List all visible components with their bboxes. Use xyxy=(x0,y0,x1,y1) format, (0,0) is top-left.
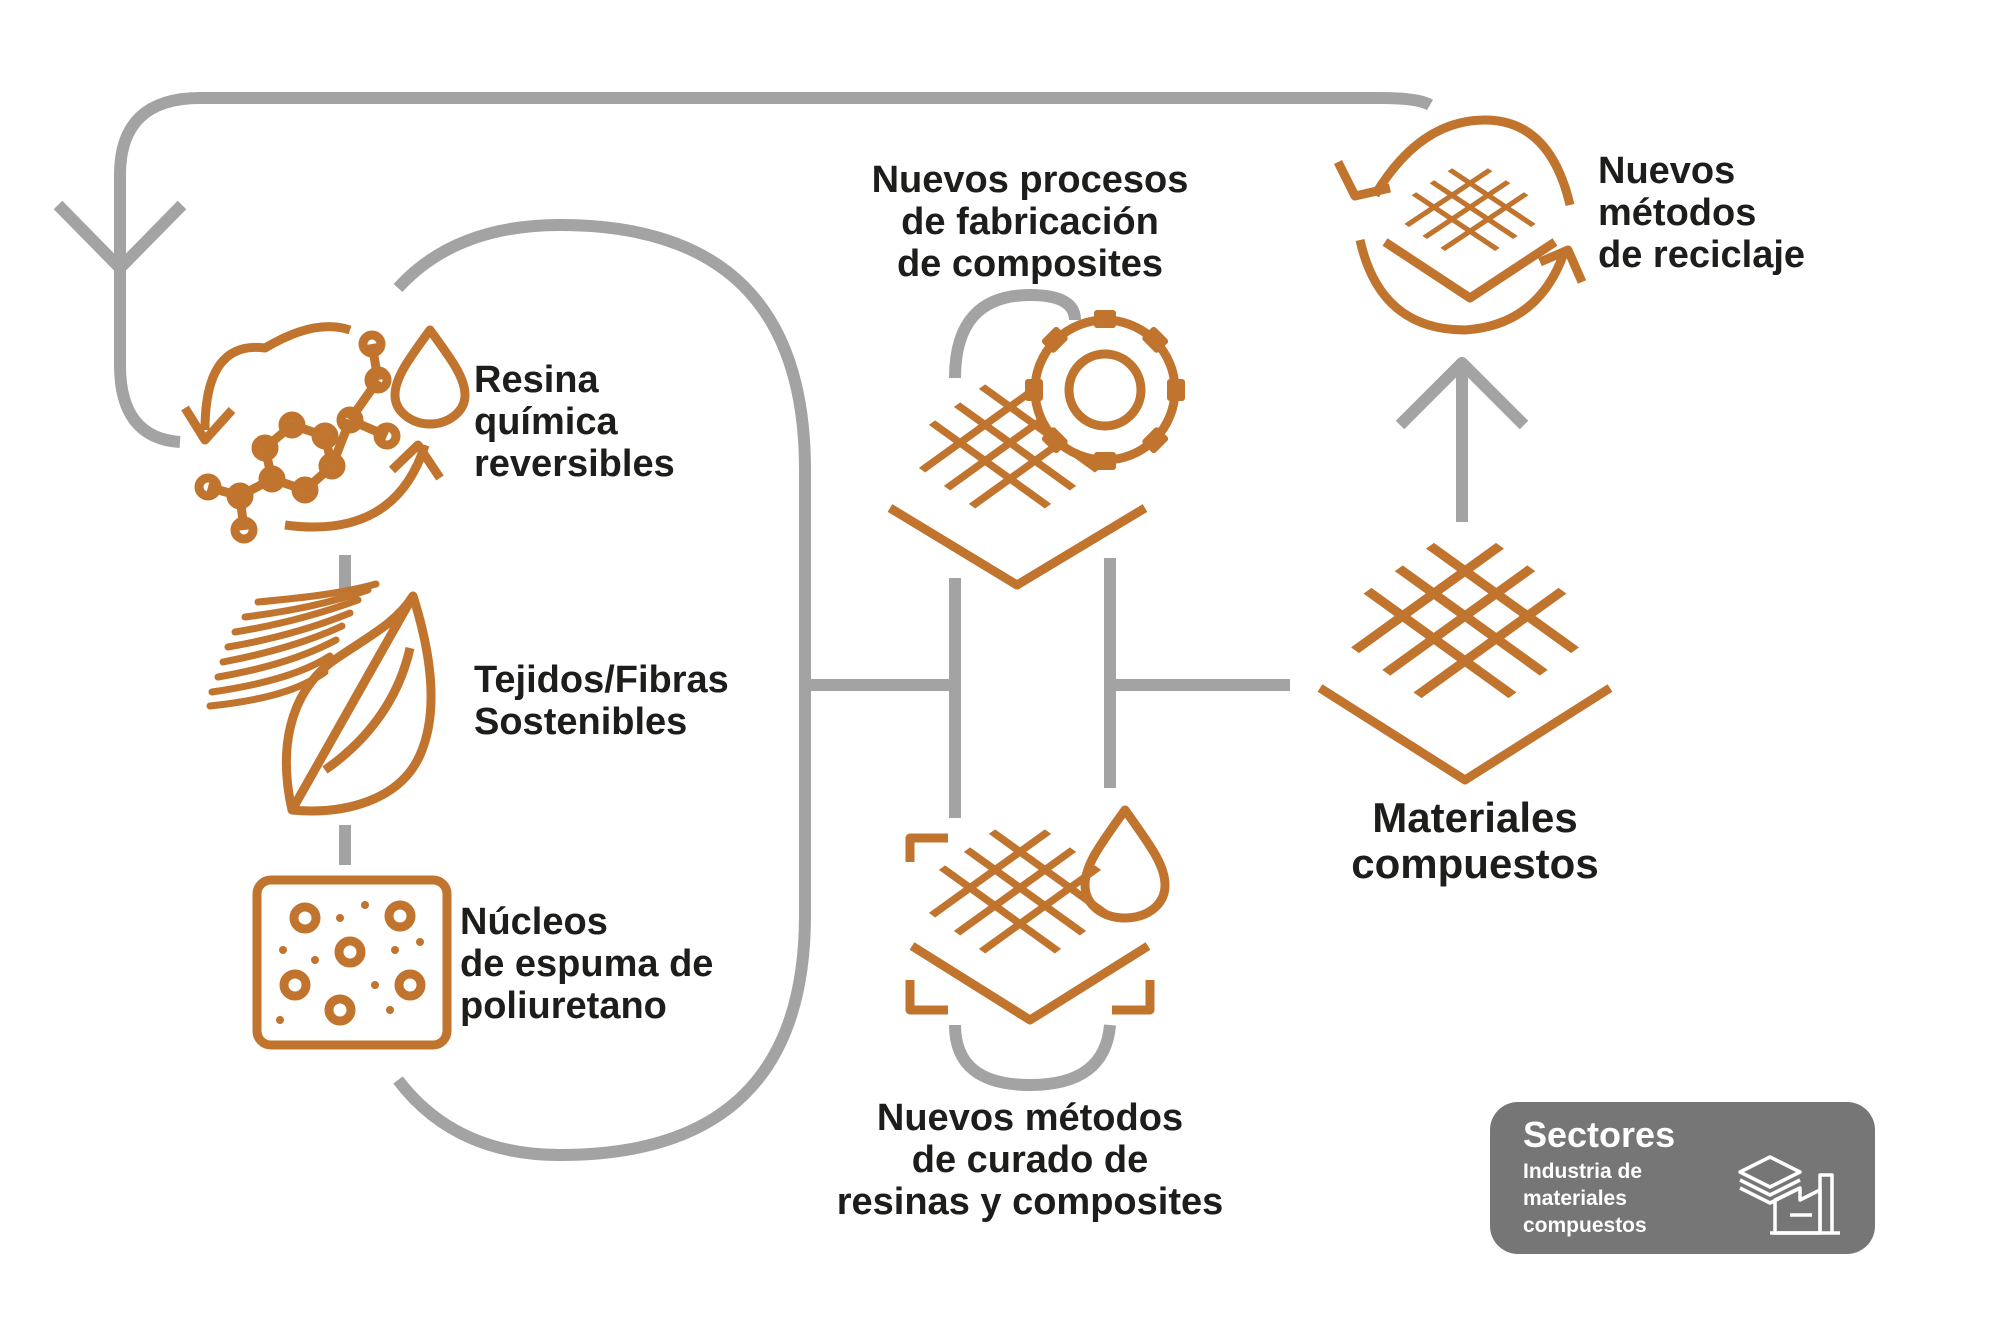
svg-text:Tejidos/Fibras: Tejidos/Fibras xyxy=(474,659,729,701)
svg-text:métodos: métodos xyxy=(1598,192,1756,234)
label-tejidos: Tejidos/Fibras Sostenibles xyxy=(474,659,729,743)
label-curado: Nuevos métodos de curado de resinas y co… xyxy=(837,1097,1224,1223)
svg-text:de composites: de composites xyxy=(897,243,1163,285)
svg-text:Materiales: Materiales xyxy=(1372,794,1577,841)
svg-text:Resina: Resina xyxy=(474,359,599,401)
label-resina: Resina química reversibles xyxy=(474,359,675,485)
factory-layers-icon xyxy=(1738,1155,1840,1235)
svg-text:Núcleos: Núcleos xyxy=(460,901,608,943)
label-materiales: Materiales compuestos xyxy=(1351,794,1598,887)
svg-text:Nuevos métodos: Nuevos métodos xyxy=(877,1097,1183,1139)
svg-text:de espuma de: de espuma de xyxy=(460,943,713,985)
svg-text:materiales: materiales xyxy=(1523,1187,1627,1210)
composite-mesh-icon xyxy=(1317,546,1613,785)
svg-text:Industria de: Industria de xyxy=(1523,1160,1642,1183)
svg-text:de curado de: de curado de xyxy=(912,1139,1149,1181)
mesh-gear-icon xyxy=(887,310,1185,590)
svg-text:Sostenibles: Sostenibles xyxy=(474,701,687,743)
svg-text:Nuevos procesos: Nuevos procesos xyxy=(872,159,1189,201)
label-fabricacion: Nuevos procesos de fabricación de compos… xyxy=(872,159,1189,285)
foam-core-icon xyxy=(252,875,452,1050)
sectors-badge: Sectores Industria de materiales compues… xyxy=(1490,1102,1875,1254)
svg-text:química: química xyxy=(474,401,618,443)
svg-text:compuestos: compuestos xyxy=(1351,840,1598,887)
svg-text:de reciclaje: de reciclaje xyxy=(1598,234,1805,276)
svg-text:Nuevos: Nuevos xyxy=(1598,150,1735,192)
mesh-drop-curing-icon xyxy=(905,805,1170,1025)
molecule-drop-cycle-icon xyxy=(181,322,470,544)
svg-text:de fabricación: de fabricación xyxy=(901,201,1159,243)
svg-text:resinas y composites: resinas y composites xyxy=(837,1181,1224,1223)
recycle-mesh-icon xyxy=(1333,115,1587,335)
svg-text:poliuretano: poliuretano xyxy=(460,985,667,1027)
connector-lines xyxy=(53,92,1529,1161)
leaf-fibers-icon xyxy=(206,580,436,816)
svg-text:Sectores: Sectores xyxy=(1523,1114,1675,1155)
svg-text:compuestos: compuestos xyxy=(1523,1214,1647,1237)
label-reciclaje: Nuevos métodos de reciclaje xyxy=(1598,150,1805,276)
svg-text:reversibles: reversibles xyxy=(474,443,675,485)
label-nucleos: Núcleos de espuma de poliuretano xyxy=(460,901,713,1027)
